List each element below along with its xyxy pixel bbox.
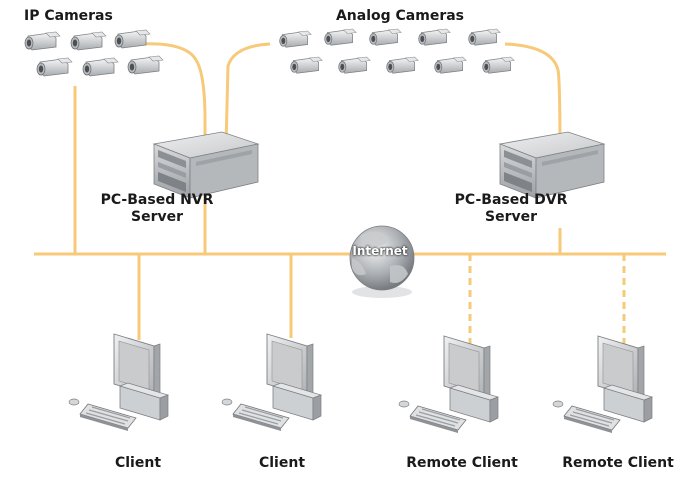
analog-cameras-label: Analog Cameras (335, 8, 465, 24)
client-1-label: Client (114, 455, 162, 471)
ip-cameras-label: IP Cameras (24, 8, 113, 24)
ip-camera-icon (114, 29, 151, 49)
ip-camera-icon (82, 57, 119, 77)
ip-cameras-group (24, 29, 164, 77)
dvr-server-icon (499, 131, 605, 199)
remote-client-1-workstation-icon (398, 335, 499, 434)
analog-cameras-group (279, 28, 515, 74)
client-2-workstation-icon (221, 333, 322, 432)
dvr-server-label: PC-Based DVR Server (454, 192, 568, 225)
nvr-server-icon (153, 131, 259, 199)
analog-camera-icon (279, 30, 312, 48)
analog-camera-icon (434, 56, 467, 74)
ip-camera-icon (24, 31, 61, 51)
client-1-workstation-icon (68, 333, 169, 432)
analog-camera-icon (386, 56, 419, 74)
analog-camera-icon (418, 28, 451, 46)
remote-client-1-label: Remote Client (406, 455, 518, 471)
analog-camera-icon (324, 28, 357, 46)
analog-to-dvr-link (504, 42, 562, 156)
remote-client-2-label: Remote Client (562, 455, 674, 471)
analog-camera-icon (338, 56, 371, 74)
remote-client-2-workstation-icon (552, 335, 653, 434)
nvr-server-label: PC-Based NVR Server (100, 192, 214, 225)
analog-to-nvr-link (224, 42, 271, 147)
analog-camera-icon (290, 56, 323, 74)
globe-icon (349, 225, 415, 298)
ip-camera-icon (36, 57, 73, 77)
ip-camera-icon (127, 55, 164, 75)
internet-label: Internet (352, 244, 408, 258)
ip-camera-icon (70, 31, 107, 51)
ip-cam-to-nvr-link (139, 42, 207, 254)
analog-camera-icon (369, 28, 402, 46)
analog-camera-icon (482, 56, 515, 74)
analog-camera-icon (468, 28, 501, 46)
client-2-label: Client (258, 455, 306, 471)
